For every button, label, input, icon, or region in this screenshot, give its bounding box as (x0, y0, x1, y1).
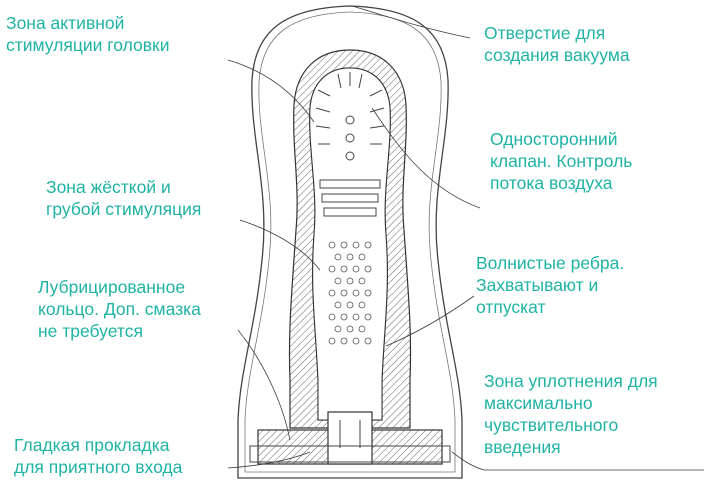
wavy-rib-bumps (328, 241, 372, 345)
label-seal-zone: Зона уплотнения для максимально чувствит… (484, 371, 658, 457)
label-smooth-pad: Гладкая прокладка для приятного входа (14, 435, 183, 477)
leader-lines (227, 5, 704, 471)
label-head-zone: Зона активной стимуляции головки (6, 13, 170, 55)
outer-shell-outline (237, 5, 463, 479)
head-ridges (315, 72, 385, 145)
vacuum-dots (345, 115, 355, 161)
label-valve: Односторонний клапан. Контроль потока во… (490, 129, 633, 193)
bottom-cap (249, 411, 451, 465)
label-hard-zone: Зона жёсткой и грубой стимуляция (46, 177, 202, 219)
label-wavy-ribs: Волнистые ребра. Захватывают и отпускат (476, 253, 625, 317)
hard-zone-ridges (319, 179, 381, 217)
outer-shell-inner-outline (244, 11, 456, 473)
label-lube-ring: Лубрицированное кольцо. Доп. смазка не т… (38, 277, 201, 341)
label-vacuum-hole: Отверстие для создания вакуума (484, 23, 630, 65)
